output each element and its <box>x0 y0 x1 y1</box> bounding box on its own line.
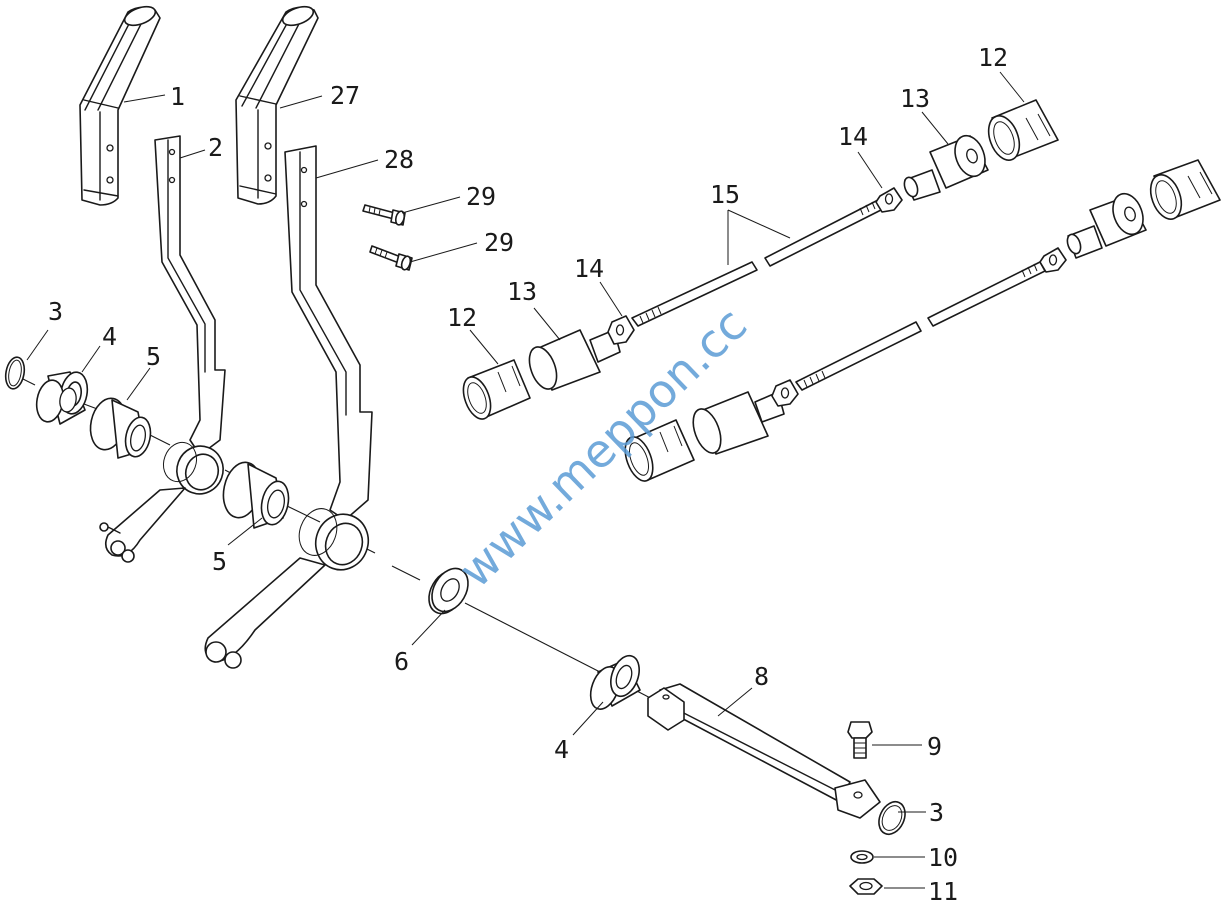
callout-5-upper: 5 <box>146 342 161 371</box>
callout-10: 10 <box>928 843 958 872</box>
callout-2: 2 <box>208 133 223 162</box>
callout-14-left: 14 <box>574 254 604 283</box>
bolt-9 <box>847 721 873 759</box>
callout-12-right: 12 <box>978 43 1008 72</box>
bushing-4-lower <box>589 654 641 710</box>
leader-lines <box>26 71 1025 889</box>
bushing-4-left <box>35 371 89 425</box>
snap-ring-3-left <box>4 356 26 390</box>
callout-11: 11 <box>928 877 958 905</box>
callout-15: 15 <box>710 180 740 209</box>
callout-3-left: 3 <box>48 297 63 326</box>
callout-1: 1 <box>170 82 185 111</box>
callout-5-lower: 5 <box>212 547 227 576</box>
callout-6: 6 <box>394 647 409 676</box>
flanged-bushing-5-lower <box>222 461 290 529</box>
callout-9: 9 <box>927 732 942 761</box>
callout-28: 28 <box>384 145 414 174</box>
snap-ring-3-right <box>878 800 906 836</box>
callout-29-upper: 29 <box>466 182 496 211</box>
callout-27: 27 <box>330 81 360 110</box>
rod-assembly-lower <box>624 159 1221 482</box>
callout-13-left: 13 <box>507 277 537 306</box>
pedal-pad-27 <box>235 5 319 205</box>
bolt-29-lower <box>369 245 413 271</box>
callout-labels: 1 2 27 28 29 29 3 4 5 5 6 4 8 9 3 10 11 … <box>48 43 1008 906</box>
callout-14-right: 14 <box>838 122 868 151</box>
brake-lever-2 <box>99 135 226 563</box>
bolt-29-upper <box>362 204 406 226</box>
brake-lever-28 <box>204 145 373 669</box>
callout-4-left: 4 <box>102 322 117 351</box>
callout-3-right: 3 <box>929 798 944 827</box>
nut-11 <box>849 878 883 895</box>
callout-8: 8 <box>754 662 769 691</box>
callout-4-lower: 4 <box>554 735 569 764</box>
rod-assembly-upper <box>462 99 1059 420</box>
washer-6 <box>428 567 469 615</box>
pedal-pad-1 <box>79 5 161 206</box>
callout-13-right: 13 <box>900 84 930 113</box>
lock-washer-10 <box>850 850 874 864</box>
callout-12-left: 12 <box>447 303 477 332</box>
callout-29-lower: 29 <box>484 228 514 257</box>
cross-shaft-8 <box>647 683 881 819</box>
flanged-bushing-5-upper <box>89 397 152 459</box>
